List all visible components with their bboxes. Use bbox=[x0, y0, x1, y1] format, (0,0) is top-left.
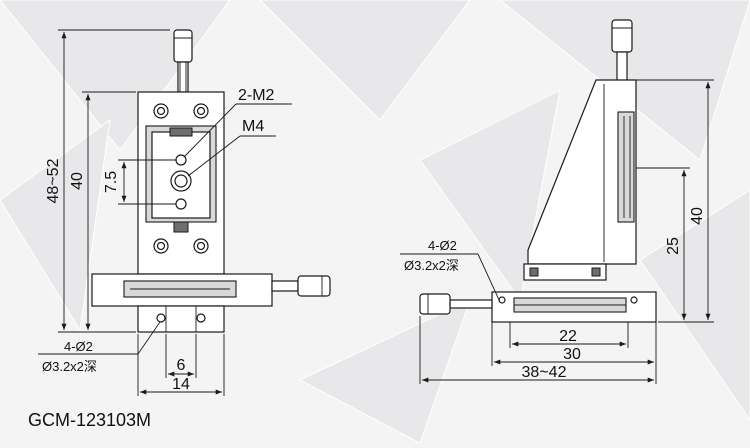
callout-front-depth: Ø3.2x2深 bbox=[42, 359, 97, 374]
callout-side-depth: Ø3.2x2深 bbox=[404, 258, 459, 273]
front-top-knob bbox=[173, 29, 193, 63]
side-top-plate bbox=[523, 263, 607, 281]
front-mount-hole-l bbox=[156, 313, 166, 323]
callout-2-m2: 2-M2 bbox=[238, 87, 275, 104]
dim-front-hole-spacing: 7.5 bbox=[103, 171, 120, 193]
front-lead-screw bbox=[177, 61, 189, 93]
dim-front-body-height: 40 bbox=[69, 172, 86, 190]
model-label: GCM-123103M bbox=[28, 410, 151, 430]
dim-side-width-30: 30 bbox=[563, 346, 581, 363]
dim-front-inner-width: 6 bbox=[177, 357, 186, 374]
dim-front-outer-width: 14 bbox=[172, 376, 190, 393]
side-view: 40 25 4-Ø2 Ø3.2x2深 22 30 38~42 bbox=[400, 19, 714, 384]
dim-side-width-total: 38~42 bbox=[522, 364, 567, 381]
dim-front-overall-height: 48~52 bbox=[45, 158, 62, 203]
front-side-screw bbox=[271, 280, 299, 292]
side-carriage bbox=[617, 111, 635, 223]
front-m2-hole-bottom bbox=[175, 198, 187, 210]
front-mount-hole-r bbox=[196, 313, 206, 323]
front-side-knob bbox=[297, 275, 331, 297]
front-bottom-block bbox=[137, 305, 225, 333]
front-view: 48~52 40 7.5 2-M2 M4 4-Ø2 Ø3.2x2深 6 14 bbox=[38, 29, 331, 396]
side-screw bbox=[449, 299, 493, 309]
callout-m4: M4 bbox=[242, 118, 264, 135]
dim-side-height-40: 40 bbox=[689, 207, 706, 225]
dim-side-width-22: 22 bbox=[559, 328, 577, 345]
side-knob bbox=[419, 293, 451, 315]
dim-side-height-25: 25 bbox=[665, 237, 682, 255]
side-lead-screw bbox=[616, 51, 628, 83]
callout-side-4-o2: 4-Ø2 bbox=[428, 238, 457, 253]
side-top-knob bbox=[611, 19, 633, 53]
callout-front-4-o2: 4-Ø2 bbox=[64, 339, 93, 354]
